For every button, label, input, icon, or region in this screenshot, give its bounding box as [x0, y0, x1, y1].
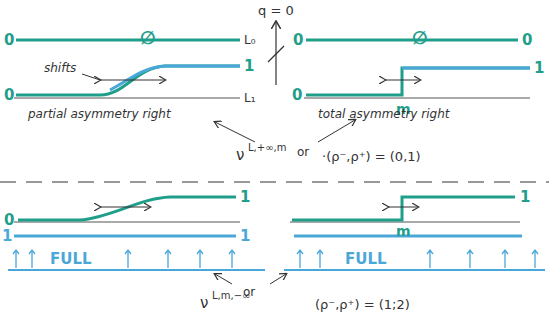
measure-symbol: ν — [236, 148, 244, 163]
connective: or — [297, 146, 309, 158]
separator — [0, 182, 549, 183]
base-line — [14, 98, 240, 99]
empty-symbol: ∅ — [412, 29, 427, 47]
step-upper — [402, 67, 530, 70]
caption-note: total asymmetry right — [318, 108, 449, 120]
end-value: 1 — [520, 190, 530, 205]
full-line — [14, 235, 236, 238]
base-line — [304, 98, 530, 99]
base-line — [290, 222, 520, 223]
shift-arrow — [388, 207, 418, 208]
base-line — [14, 222, 240, 223]
end-value: 1 — [534, 61, 544, 76]
condition: q = 0 — [258, 4, 294, 17]
full-label: FULL — [50, 252, 92, 267]
profile-curve — [18, 197, 236, 220]
pointer-arrow — [270, 274, 286, 284]
pointer-arrow — [215, 122, 255, 142]
empty-symbol: ∅ — [140, 29, 155, 47]
pointer-arrow — [215, 274, 232, 284]
end-value: 0 — [522, 33, 532, 48]
shift-arrow — [385, 80, 420, 81]
slash — [268, 46, 284, 62]
full-label: FULL — [345, 252, 387, 267]
end-value: 0 — [4, 88, 14, 103]
full-arrows — [297, 250, 538, 268]
position-label: m — [396, 224, 411, 238]
connective: or — [243, 286, 255, 298]
line-name: L₀ — [244, 34, 256, 46]
end-value: 1 — [240, 229, 250, 244]
line-name: L₁ — [244, 92, 256, 104]
caption-note: partial asymmetry right — [28, 108, 171, 120]
full-arrows — [13, 250, 235, 268]
measure-superscript: L,+∞,m — [248, 143, 286, 153]
density-pair: (ρ⁻,ρ⁺) = (1;2) — [315, 298, 410, 311]
end-value: 1 — [2, 229, 12, 244]
end-value: 0 — [292, 88, 302, 103]
end-value: 1 — [244, 59, 254, 74]
full-ground — [8, 269, 265, 271]
end-value: 0 — [293, 33, 303, 48]
end-value: 0 — [4, 213, 14, 228]
end-value: 0 — [4, 33, 14, 48]
shift-arrow — [100, 80, 165, 81]
step-profile — [306, 68, 530, 95]
end-value: 1 — [240, 190, 250, 205]
step-profile — [292, 197, 515, 220]
leader-line — [82, 74, 100, 80]
full-ground — [284, 269, 545, 271]
density-pair: ·(ρ⁻,ρ⁺) = (0,1) — [322, 150, 421, 163]
pointer-arrow — [318, 120, 355, 142]
profile-curve-upper — [110, 66, 240, 90]
note: shifts — [44, 62, 76, 74]
measure-symbol: ν — [200, 296, 208, 311]
shift-arrow — [100, 207, 150, 208]
empty-line — [16, 39, 240, 42]
